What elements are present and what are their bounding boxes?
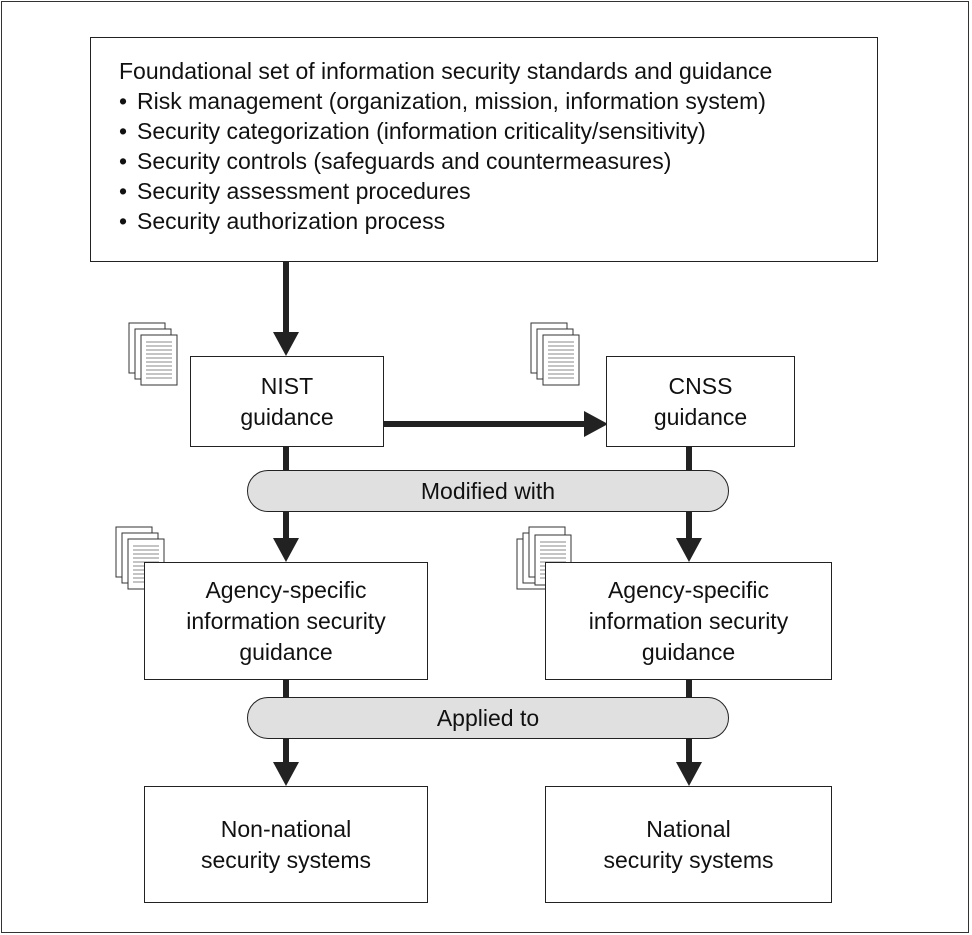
agency-guidance-left-label: Agency-specific information security gui…	[186, 576, 386, 665]
list-item: • Risk management (organization, mission,…	[119, 86, 877, 116]
bullet-icon: •	[119, 148, 128, 174]
foundational-list: • Risk management (organization, mission,…	[119, 86, 877, 236]
nist-guidance-label: NIST guidance	[240, 372, 334, 430]
arrowhead-cnss	[584, 411, 608, 437]
foundational-standards-box: Foundational set of information security…	[90, 37, 878, 262]
bullet-icon: •	[119, 178, 128, 204]
arrowhead-non-national	[273, 762, 299, 786]
foundational-title: Foundational set of information security…	[119, 58, 773, 84]
list-item: • Security categorization (information cr…	[119, 116, 877, 146]
modified-with-label: Modified with	[420, 477, 556, 504]
arrowhead-agency-right	[676, 538, 702, 562]
national-systems-box: National security systems	[545, 786, 832, 903]
applied-to-label: Applied to	[436, 704, 540, 731]
list-item-text: Security assessment procedures	[137, 178, 471, 204]
bullet-icon: •	[119, 118, 128, 144]
list-item-text: Security controls (safeguards and counte…	[137, 148, 672, 174]
cnss-guidance-box: CNSS guidance	[606, 356, 795, 447]
list-item: • Security assessment procedures	[119, 176, 877, 206]
list-item: • Security authorization process	[119, 206, 877, 236]
nist-guidance-box: NIST guidance	[190, 356, 384, 447]
agency-guidance-left-box: Agency-specific information security gui…	[144, 562, 428, 680]
arrowhead-agency-left	[273, 538, 299, 562]
agency-guidance-right-box: Agency-specific information security gui…	[545, 562, 832, 680]
list-item-text: Risk management (organization, mission, …	[137, 88, 766, 114]
arrowhead-national	[676, 762, 702, 786]
modified-with-bar: Modified with	[247, 470, 729, 512]
document-stack-icon	[530, 322, 580, 386]
national-systems-label: National security systems	[603, 815, 774, 873]
arrowhead-nist	[273, 332, 299, 356]
list-item-text: Security categorization (information cri…	[137, 118, 706, 144]
cnss-guidance-label: CNSS guidance	[653, 372, 748, 430]
bullet-icon: •	[119, 88, 128, 114]
non-national-systems-label: Non-national security systems	[201, 815, 371, 873]
agency-guidance-right-label: Agency-specific information security gui…	[588, 576, 789, 665]
document-stack-icon	[128, 322, 178, 386]
list-item: • Security controls (safeguards and count…	[119, 146, 877, 176]
applied-to-bar: Applied to	[247, 697, 729, 739]
non-national-systems-box: Non-national security systems	[144, 786, 428, 903]
document-stack-icon	[115, 526, 165, 590]
list-item-text: Security authorization process	[137, 208, 446, 234]
bullet-icon: •	[119, 208, 128, 234]
